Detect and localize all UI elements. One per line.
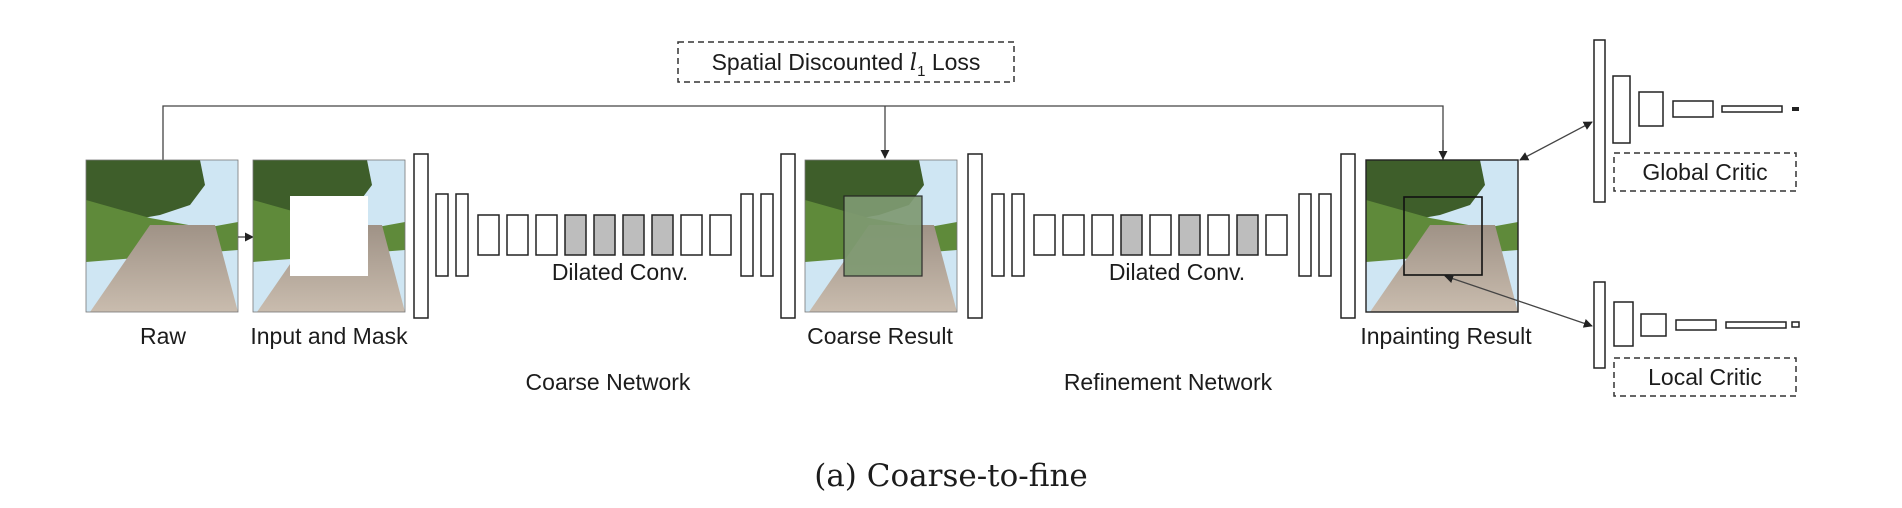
- coarse-encoder-layer-1: [413, 153, 429, 319]
- coarse-layer-12: [709, 214, 732, 256]
- refine-encoder-layer-3: [1011, 193, 1025, 277]
- loss-label-box: [677, 41, 1015, 83]
- coarse-network-layers: [413, 153, 796, 319]
- coarse-fill-region: [843, 195, 923, 277]
- input-mask-label: Input and Mask: [250, 323, 408, 349]
- coarse-layer-5: [506, 214, 529, 256]
- local-critic-label: Local Critic: [1648, 364, 1762, 390]
- local-critic-box: [1613, 357, 1797, 397]
- coarse-result-image: [804, 159, 958, 313]
- refine-dilated-layer-2: [1178, 214, 1201, 256]
- refinement-network-label: Refinement Network: [1064, 369, 1273, 395]
- coarse-dilated-layer-2: [593, 214, 616, 256]
- inpainting-result-label: Inpainting Result: [1360, 323, 1532, 349]
- inpainting-result-image: [1365, 159, 1519, 313]
- refine-encoder-layer-2: [991, 193, 1005, 277]
- loss-label-text: Spatial Discounted l1 Loss: [712, 49, 981, 80]
- refine-decoder-layer-2: [1318, 193, 1332, 277]
- coarse-dilated-layer-4: [651, 214, 674, 256]
- global-critic-layer-2: [1612, 75, 1631, 144]
- refine-decoder-layer-3: [1340, 153, 1356, 319]
- refine-dilated-layer-3: [1236, 214, 1259, 256]
- refine-encoder-layer-1: [967, 153, 983, 319]
- global-critic-label: Global Critic: [1642, 159, 1767, 185]
- loss-bracket-line: [162, 105, 1444, 160]
- loss-connections: [162, 105, 1448, 160]
- refine-layer-5: [1062, 214, 1085, 256]
- refine-layer-8: [1149, 214, 1172, 256]
- global-critic-arrow: [1519, 121, 1593, 161]
- dilated-conv-label-2: Dilated Conv.: [1109, 259, 1245, 285]
- coarse-decoder-layer-1: [740, 193, 754, 277]
- local-critic-layer-5: [1725, 321, 1787, 329]
- local-critic-arrow: [1444, 274, 1593, 328]
- global-critic-layer-3: [1638, 91, 1664, 127]
- refine-layer-4: [1033, 214, 1056, 256]
- raw-image: [85, 159, 239, 313]
- refine-layer-10: [1207, 214, 1230, 256]
- coarse-network-label: Coarse Network: [526, 369, 691, 395]
- local-critic-layer-1: [1593, 281, 1606, 369]
- inpainted-region: [1403, 196, 1483, 276]
- local-critic-layer-3: [1640, 313, 1667, 337]
- local-critic-layer-2: [1613, 301, 1634, 347]
- coarse-encoder-layer-3: [455, 193, 469, 277]
- refine-dilated-layer-1: [1120, 214, 1143, 256]
- refine-layer-6: [1091, 214, 1114, 256]
- coarse-result-label: Coarse Result: [807, 323, 953, 349]
- global-critic-box: [1613, 152, 1797, 192]
- coarse-decoder-layer-3: [780, 153, 796, 319]
- coarse-layer-6: [535, 214, 558, 256]
- coarse-layer-4: [477, 214, 500, 256]
- input-mask-image: [252, 159, 406, 313]
- global-critic-layer-1: [1593, 39, 1606, 203]
- refine-decoder-layer-1: [1298, 193, 1312, 277]
- raw-label: Raw: [140, 323, 186, 349]
- figure-caption: (a) Coarse-to-fine: [814, 458, 1088, 494]
- coarse-encoder-layer-2: [435, 193, 449, 277]
- local-critic-output: [1791, 321, 1800, 328]
- refine-layer-12: [1265, 214, 1288, 256]
- mask-region: [290, 196, 368, 276]
- global-critic-network: [1593, 39, 1799, 203]
- dilated-conv-label-1: Dilated Conv.: [552, 259, 688, 285]
- loss-label: Spatial Discounted l1 Loss: [677, 41, 1015, 83]
- coarse-decoder-layer-2: [760, 193, 774, 277]
- global-critic-output: [1792, 107, 1799, 111]
- global-critic-layer-4: [1672, 100, 1714, 118]
- refinement-network-layers: [967, 153, 1356, 319]
- global-critic-layer-5: [1721, 105, 1783, 113]
- coarse-layer-11: [680, 214, 703, 256]
- coarse-dilated-layer-1: [564, 214, 587, 256]
- local-critic-layer-4: [1675, 319, 1717, 331]
- local-critic-network: [1593, 281, 1800, 369]
- coarse-dilated-layer-3: [622, 214, 645, 256]
